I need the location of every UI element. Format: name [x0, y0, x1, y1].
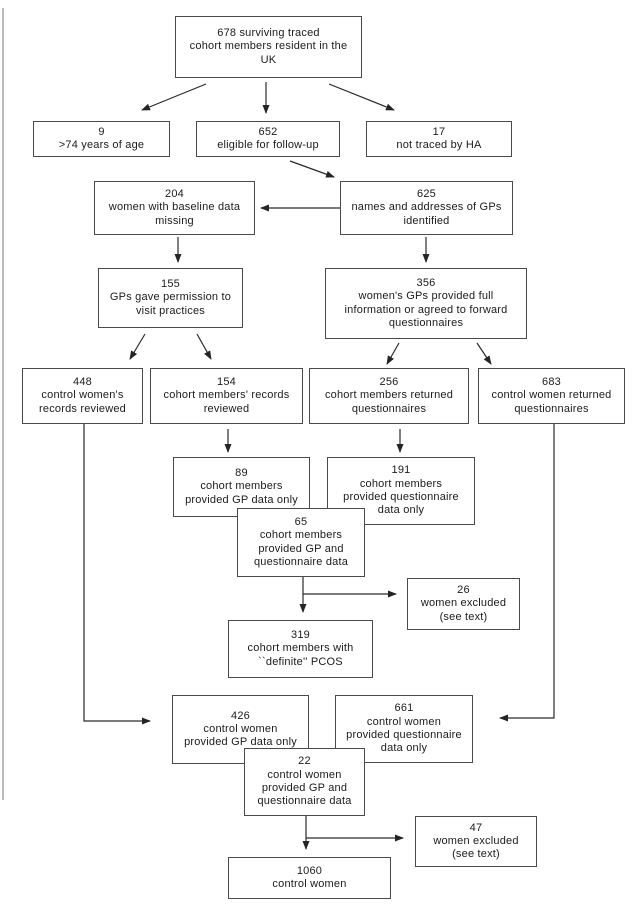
box-356-gp-full-info: 356 women's GPs provided full informatio…	[325, 268, 527, 339]
box-683-control-returned: 683 control women returned questionnaire…	[478, 368, 625, 424]
box-191-cohort-q-only: 191 cohort members provided questionnair…	[327, 457, 475, 525]
box-47-women-excluded: 47 women excluded (see text)	[415, 816, 537, 867]
arrow-678-to-9	[141, 83, 207, 111]
box-9-over-74: 9 >74 years of age	[33, 121, 170, 157]
box-448-control-records: 448 control women's records reviewed	[22, 368, 143, 424]
arrow-448-to-426	[83, 424, 151, 725]
box-155-gp-permission: 155 GPs gave permission to visit practic…	[98, 268, 243, 328]
box-1060-control-women: 1060 control women	[228, 857, 391, 899]
box-652-eligible: 652 eligible for follow-up	[196, 121, 340, 157]
arrow-683-to-661	[499, 424, 555, 722]
arrow-652-to-625	[289, 160, 335, 178]
arrow-155-to-154	[196, 333, 212, 360]
box-256-cohort-returned: 256 cohort members returned questionnair…	[309, 368, 469, 424]
box-204-baseline-missing: 204 women with baseline data missing	[94, 181, 255, 235]
arrow-356-to-256	[386, 342, 400, 365]
arrow-356-to-683	[476, 342, 492, 365]
box-319-definite-pcos: 319 cohort members with ``definite'' PCO…	[228, 620, 373, 678]
box-89-cohort-gp-only: 89 cohort members provided GP data only	[173, 457, 310, 517]
box-154-cohort-records: 154 cohort members' records reviewed	[150, 368, 303, 424]
box-22-control-gp-and-q: 22 control women provided GP and questio…	[244, 748, 365, 816]
box-26-women-excluded: 26 women excluded (see text)	[407, 578, 520, 630]
scan-edge-line	[2, 8, 4, 800]
box-17-not-traced: 17 not traced by HA	[366, 121, 512, 157]
arrow-155-to-448	[129, 333, 146, 360]
arrow-678-to-17	[328, 83, 395, 111]
box-65-cohort-gp-and-q: 65 cohort members provided GP and questi…	[237, 508, 365, 577]
box-625-gp-identified: 625 names and addresses of GPs identifie…	[340, 181, 513, 235]
box-678-surviving-traced: 678 surviving traced cohort members resi…	[175, 16, 362, 78]
